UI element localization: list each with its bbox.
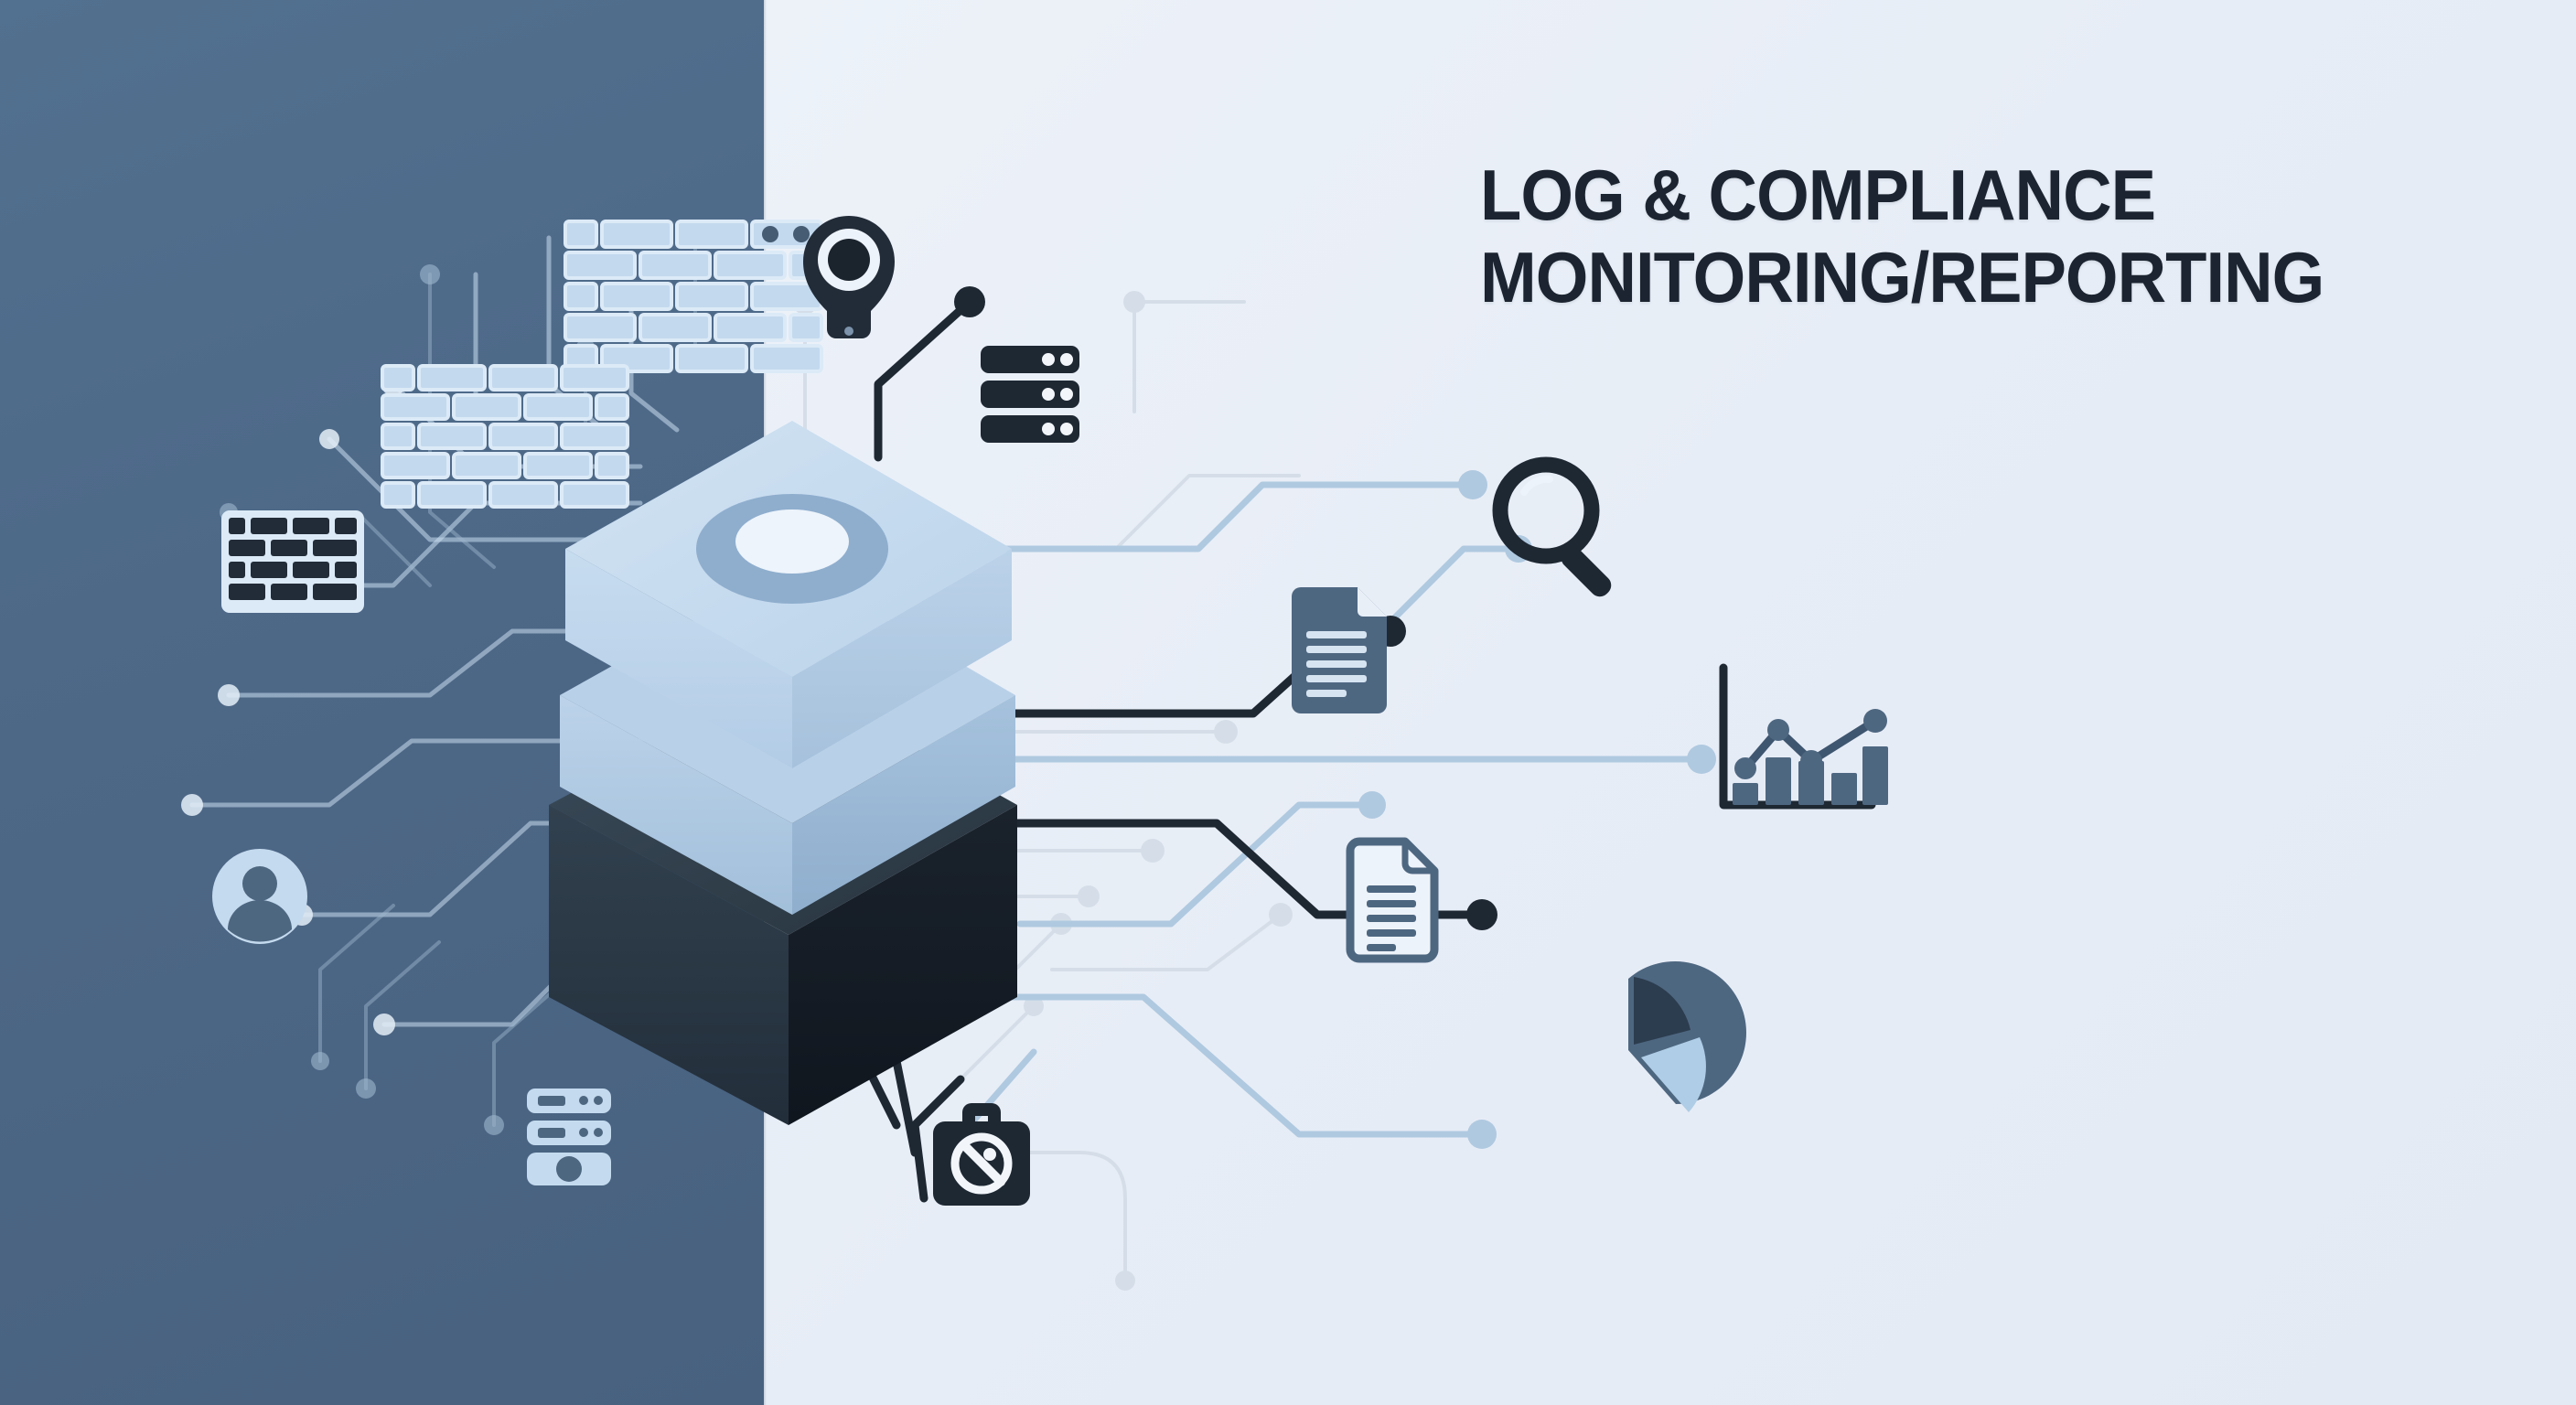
document-outline-icon	[1346, 837, 1439, 963]
search-magnifier-icon	[1492, 456, 1612, 597]
firewall-brick-wall-icon-2	[381, 364, 629, 509]
right-panel-background	[764, 0, 2576, 1405]
database-server-icon	[981, 346, 1079, 443]
bar-line-chart-icon	[1719, 663, 1888, 810]
page-title: LOG & COMPLIANCE MONITORING/REPORTING	[1480, 154, 2505, 318]
cube-layer-top	[565, 421, 1012, 768]
title-line-1: LOG & COMPLIANCE	[1480, 155, 2156, 235]
user-avatar-icon	[212, 849, 307, 944]
firewall-brick-wall-icon-3	[221, 510, 364, 613]
server-stack-icon	[527, 1089, 611, 1185]
title-line-2: MONITORING/REPORTING	[1480, 237, 2324, 317]
blocked-briefcase-icon	[933, 1103, 1030, 1206]
cube-ring-inner	[735, 509, 849, 574]
pie-chart-icon	[1628, 961, 1747, 1112]
location-pin-icon	[803, 216, 895, 338]
document-filled-icon	[1292, 587, 1387, 713]
